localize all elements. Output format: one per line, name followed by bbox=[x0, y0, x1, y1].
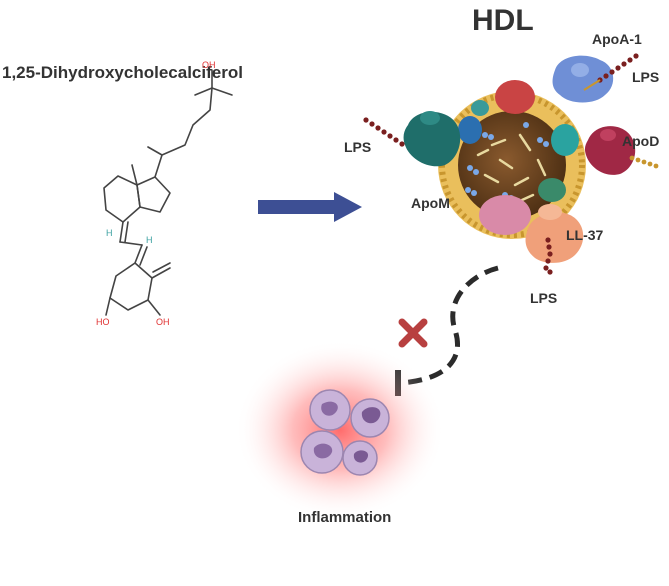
atom-ho-left: HO bbox=[96, 317, 110, 327]
molecule-name: 1,25-Dihydroxycholecalciferol bbox=[2, 63, 243, 82]
atom-oh-right: OH bbox=[156, 317, 170, 327]
lps-label-bottom: LPS bbox=[530, 290, 557, 306]
arrow-right bbox=[258, 192, 362, 222]
lps-chain-ll37 bbox=[543, 237, 553, 275]
apom-label: ApoM bbox=[411, 195, 450, 211]
apod-label: ApoD bbox=[622, 133, 659, 149]
atom-h-mid: H bbox=[146, 235, 153, 245]
immune-cells bbox=[300, 389, 390, 476]
apoa1-label: ApoA-1 bbox=[592, 31, 642, 47]
hdl-title: HDL bbox=[472, 4, 534, 37]
apoa1-protein bbox=[552, 55, 614, 103]
hdl-particle bbox=[438, 80, 586, 239]
lps-label-apoa1: LPS bbox=[632, 69, 659, 85]
apod-protein bbox=[584, 126, 636, 175]
lps-chain-apom bbox=[363, 117, 405, 147]
lps-chain-apod bbox=[629, 155, 659, 169]
inhibition-line bbox=[399, 265, 499, 386]
inflammation-glow bbox=[235, 340, 445, 520]
calcitriol-structure bbox=[103, 69, 233, 316]
lps-label-left: LPS bbox=[344, 139, 371, 155]
lps-chain-apoa1 bbox=[583, 53, 639, 91]
atom-h-top: H bbox=[106, 228, 113, 238]
cross-icon bbox=[398, 318, 428, 348]
inflammation-label: Inflammation bbox=[298, 509, 391, 526]
ll37-label: LL-37 bbox=[566, 227, 604, 243]
atom-oh-top: OH bbox=[202, 60, 216, 70]
ll37-protein bbox=[525, 204, 584, 263]
apom-protein bbox=[403, 111, 461, 167]
